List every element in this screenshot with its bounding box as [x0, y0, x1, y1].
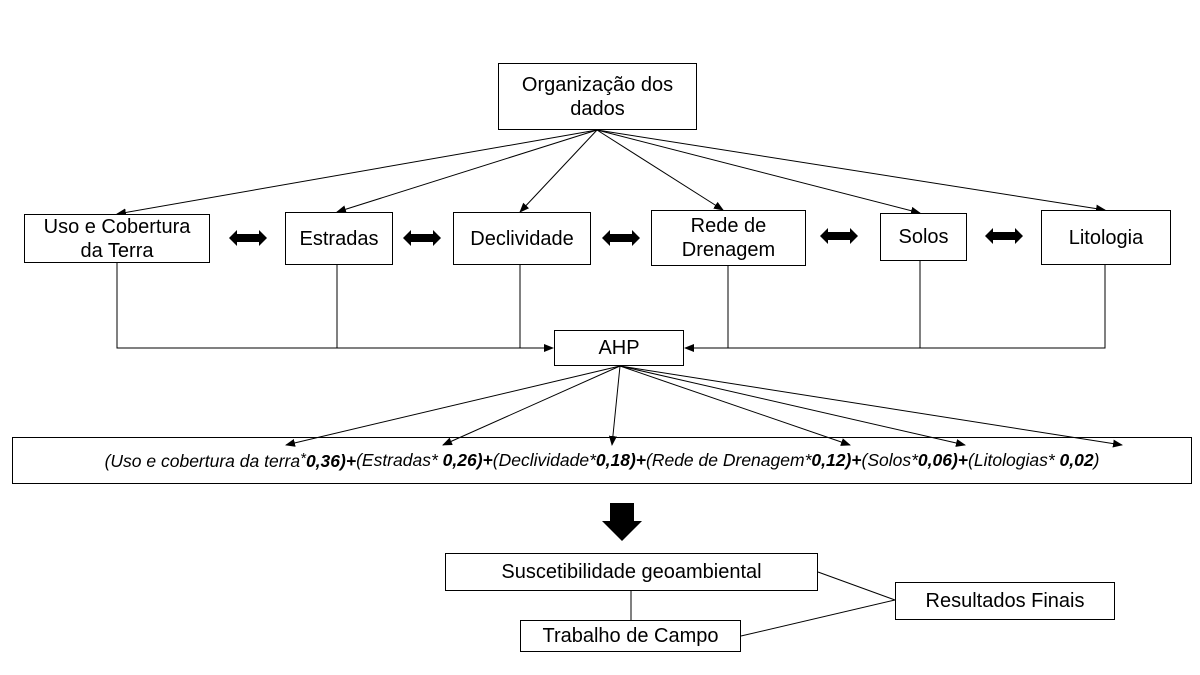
- box-solos: Solos: [880, 213, 967, 261]
- box-estradas: Estradas: [285, 212, 393, 265]
- double-arrow-icon-4: [820, 228, 858, 244]
- box-rede-line1: Rede de: [690, 215, 767, 237]
- formula-term-solos: (Solos*0,06)+: [861, 450, 969, 470]
- double-arrow-icon-1: [229, 230, 267, 246]
- box-estradas-label: Estradas: [299, 227, 379, 250]
- double-arrow-icon-3: [602, 230, 640, 246]
- box-declividade: Declividade: [453, 212, 591, 265]
- box-declividade-label: Declividade: [470, 227, 574, 250]
- arrow-top-to-litologia: [596, 129, 1106, 213]
- box-uso-line2: da Terra: [80, 239, 154, 262]
- box-ahp-label: AHP: [598, 337, 640, 359]
- box-suscetibilidade: Suscetibilidade geoambiental: [445, 553, 818, 591]
- formula-term-estradas: (Estradas* 0,26)+: [356, 450, 493, 470]
- box-organizacao-line2: dados: [570, 97, 625, 120]
- box-solos-label: Solos: [898, 226, 949, 248]
- arrow-ahp-to-estradas-weight: [442, 365, 621, 446]
- connector-suscetibilidade-resultados: [817, 571, 896, 601]
- box-uso-line1: Uso e Cobertura: [43, 215, 191, 238]
- box-litologia: Litologia: [1041, 210, 1171, 265]
- double-arrow-icon-2: [403, 230, 441, 246]
- box-trabalho-label: Trabalho de Campo: [542, 625, 719, 647]
- connector-uso-to-ahp: [116, 263, 554, 352]
- arrow-top-to-declividade: [519, 129, 598, 213]
- box-resultados-label: Resultados Finais: [925, 590, 1085, 612]
- arrow-top-to-rede: [596, 129, 724, 211]
- connector-litologia-to-ahp: [684, 265, 1106, 352]
- box-organizacao-line1: Organização dos: [521, 73, 674, 96]
- formula-term-uso: (Uso e cobertura da terra*0,36)+: [104, 449, 357, 471]
- formula-term-litologias: (Litologias* 0,02): [968, 450, 1100, 470]
- box-suscetibilidade-label: Suscetibilidade geoambiental: [501, 561, 762, 583]
- arrow-ahp-to-litologia-weight: [619, 365, 1123, 448]
- box-resultados-finais: Resultados Finais: [895, 582, 1115, 620]
- arrow-ahp-to-uso-weight: [285, 365, 621, 447]
- arrow-top-to-estradas: [336, 129, 598, 214]
- box-litologia-label: Litologia: [1068, 226, 1144, 249]
- arrow-top-to-solos: [596, 129, 921, 215]
- connector-trabalho-resultados: [740, 599, 896, 637]
- box-ahp: AHP: [554, 330, 684, 366]
- down-arrow-icon: [602, 503, 642, 541]
- formula-term-rede: (Rede de Drenagem*0,12)+: [646, 450, 862, 470]
- box-trabalho-campo: Trabalho de Campo: [520, 620, 741, 652]
- arrow-ahp-to-declividade-weight: [608, 365, 621, 446]
- arrow-ahp-to-solos-weight: [619, 365, 966, 447]
- arrow-top-to-uso: [116, 129, 598, 217]
- arrow-ahp-to-rede-weight: [619, 365, 851, 446]
- formula-term-declividade: (Declividade*0,18)+: [492, 450, 646, 470]
- double-arrow-icon-5: [985, 228, 1023, 244]
- formula-box: (Uso e cobertura da terra*0,36)+ (Estrad…: [12, 437, 1192, 484]
- box-rede-line2: Drenagem: [681, 239, 776, 261]
